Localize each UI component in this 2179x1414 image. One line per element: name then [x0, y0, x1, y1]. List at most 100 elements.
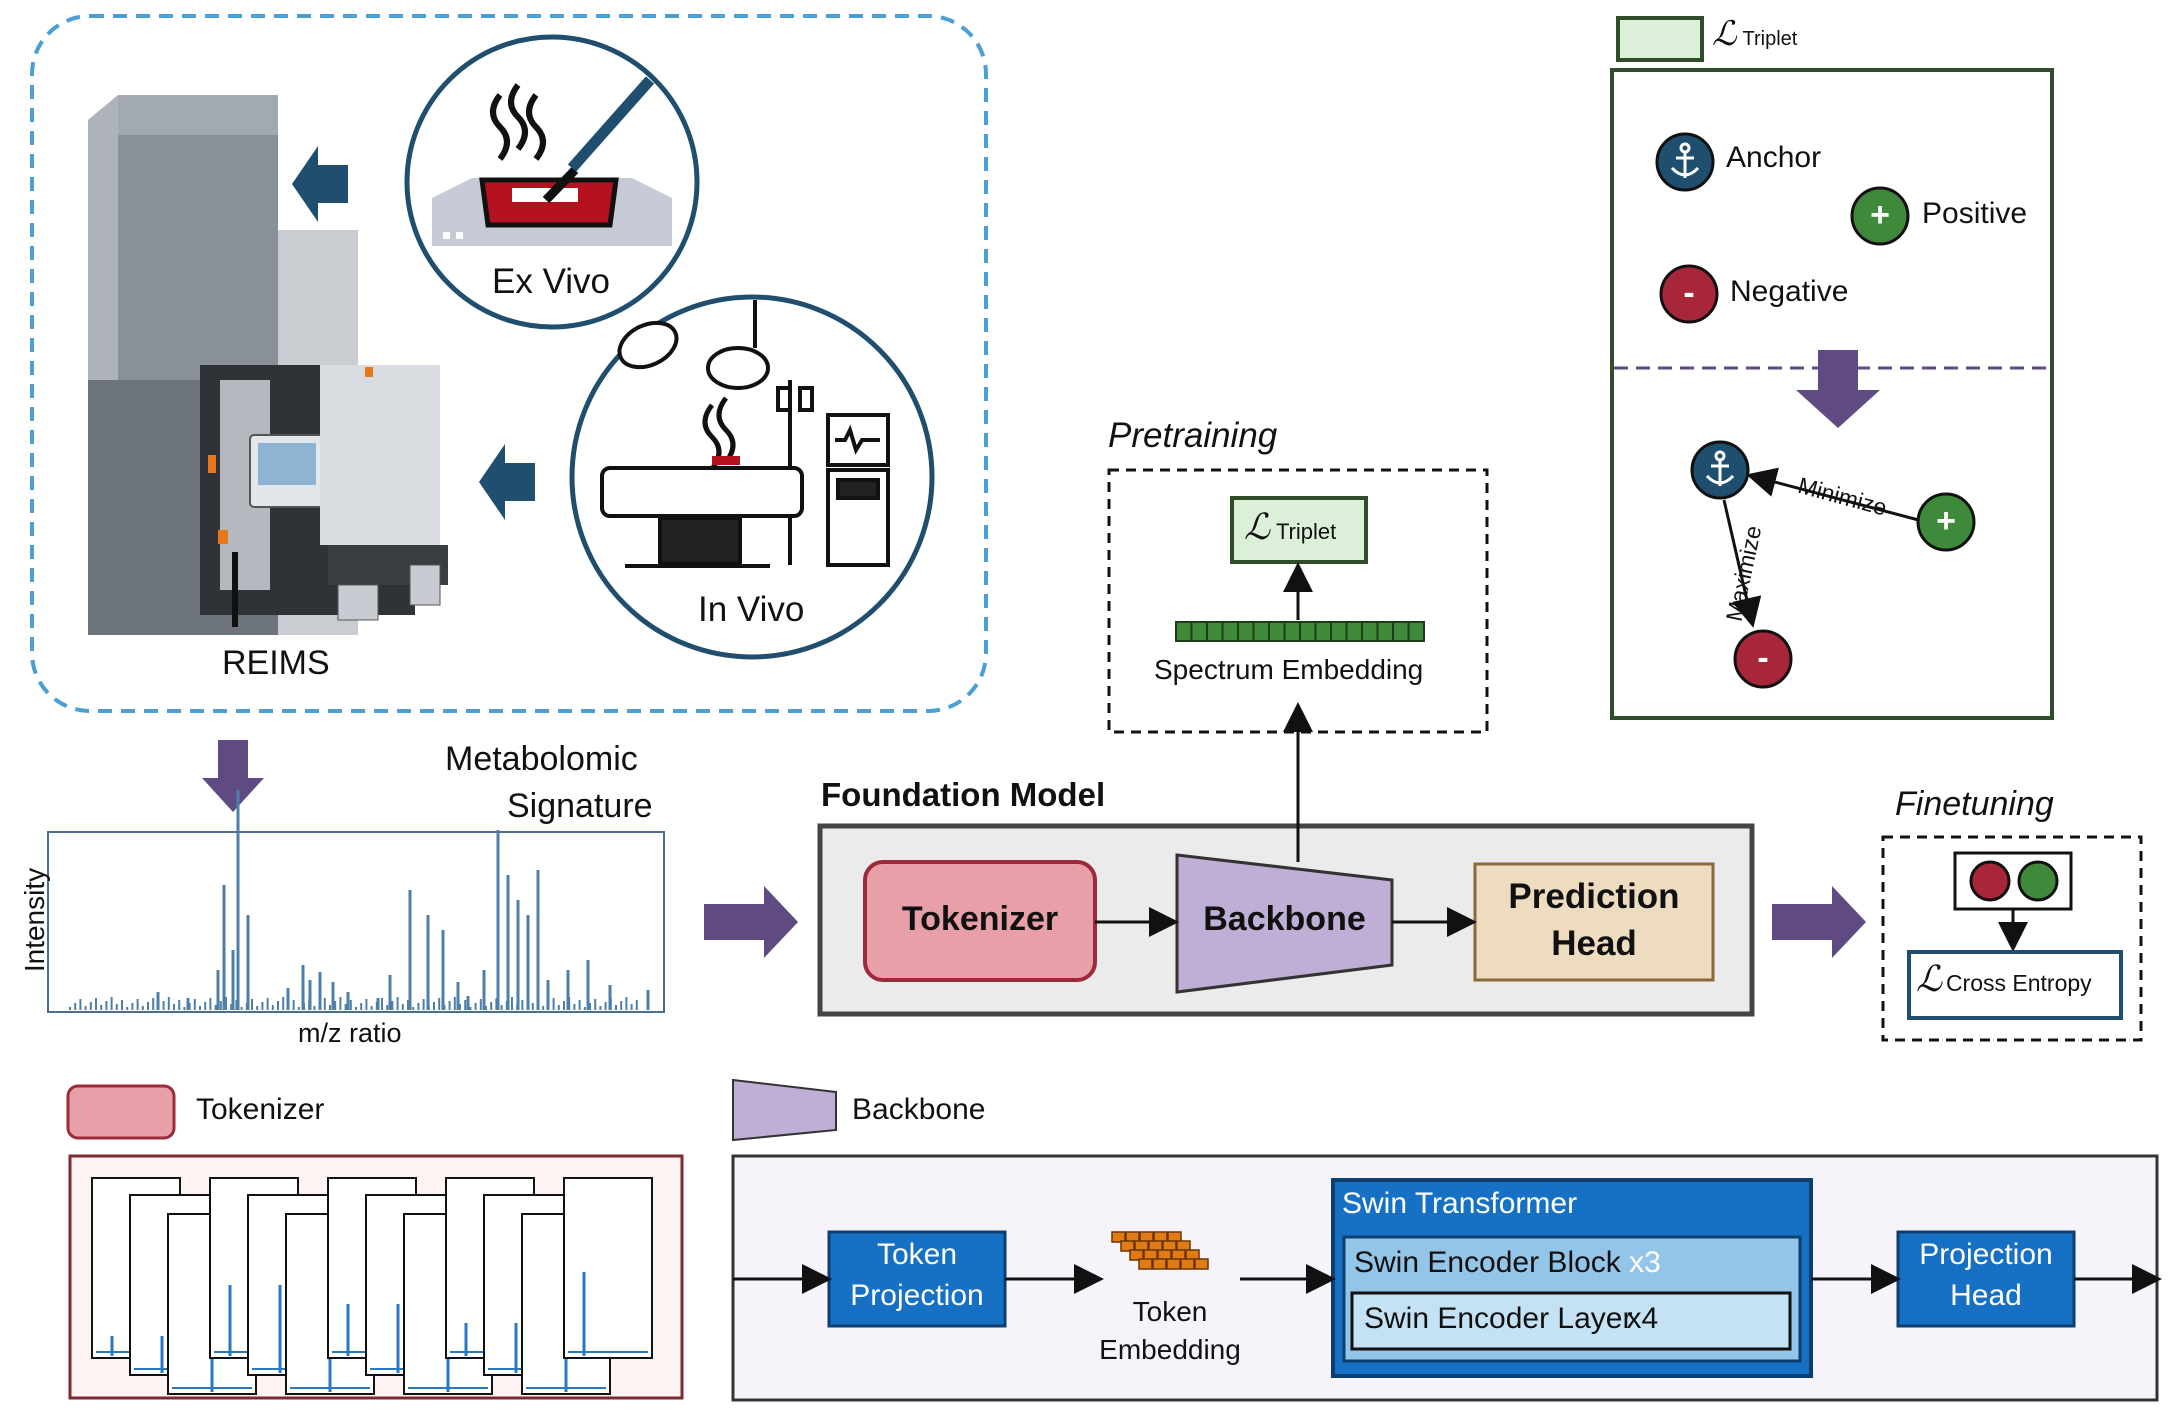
reims-machine-illustration	[88, 95, 448, 635]
foundation-model-title: Foundation Model	[821, 776, 1106, 813]
token-brick	[1129, 1249, 1144, 1261]
spectrum-x-label: m/z ratio	[298, 1018, 402, 1048]
embedding-cell	[1237, 621, 1255, 642]
swin-transformer-label: Swin Transformer	[1342, 1187, 1578, 1220]
swin-encoder-block-mult: x3	[1629, 1246, 1661, 1279]
triplet-legend-sub: Triplet	[1742, 28, 1798, 50]
embedding-cell	[1376, 621, 1394, 642]
anchor-icon	[1670, 142, 1700, 178]
embedding-cell	[1330, 621, 1348, 642]
token-brick	[1111, 1231, 1126, 1243]
pretraining-loss-symbol: ℒ	[1244, 507, 1270, 548]
token-brick	[1194, 1258, 1209, 1270]
incision-mark	[712, 456, 740, 465]
embedding-cell	[1206, 621, 1224, 642]
ex-vivo-icon	[432, 76, 672, 246]
swin-encoder-layer	[1350, 1291, 1792, 1351]
prediction-head-block	[1473, 862, 1715, 982]
negative-legend-sign: -	[1683, 274, 1695, 312]
tokenizer-legend-swatch	[66, 1084, 176, 1140]
spectrum-embedding-bar	[1175, 621, 1425, 642]
reims-dashed-frame	[30, 14, 988, 713]
projection-head-label-line2: Head	[1950, 1279, 2022, 1312]
triplet-legend-swatch	[1616, 16, 1704, 62]
embedding-cell	[1175, 621, 1193, 642]
embedding-cell	[1345, 621, 1363, 642]
swin-encoder-layer-label: Swin Encoder Layerx4	[1364, 1302, 1658, 1336]
maximize-arrow	[1722, 499, 1762, 628]
swin-encoder-layer-text: Swin Encoder Layer	[1364, 1302, 1633, 1335]
prediction-head-label-line1: Prediction	[1508, 877, 1680, 916]
negative-legend-label: Negative	[1730, 275, 1849, 308]
token-brick	[1166, 1258, 1181, 1270]
negative-legend-dot	[1659, 264, 1719, 324]
embedding-cell	[1283, 621, 1301, 642]
token-brick	[1138, 1258, 1153, 1270]
embedding-cell	[1392, 621, 1410, 642]
pretraining-frame	[1107, 468, 1489, 734]
backbone-legend-label: Backbone	[852, 1093, 986, 1126]
embedding-cell	[1407, 621, 1425, 642]
embedding-cell	[1252, 621, 1270, 642]
spectrum-title-line2: Signature	[507, 787, 653, 825]
token-brick	[1152, 1258, 1167, 1270]
tokenizer-legend-label: Tokenizer	[196, 1093, 325, 1126]
pretraining-loss-sub: Triplet	[1275, 519, 1337, 544]
backbone-legend-swatch	[732, 1078, 837, 1142]
spectrum-y-label: Intensity	[19, 867, 50, 973]
token-embedding-label-line2: Embedding	[1099, 1334, 1241, 1365]
anchor-legend-label: Anchor	[1726, 141, 1822, 174]
positive-dot	[1916, 492, 1976, 552]
embedding-cell	[1314, 621, 1332, 642]
tokenizer-label: Tokenizer	[901, 900, 1059, 938]
cross-entropy-box	[1907, 950, 2123, 1020]
token-embedding-icon	[1111, 1231, 1209, 1270]
spectrum-embedding-label: Spectrum Embedding	[1154, 654, 1424, 685]
embedding-cell	[1268, 621, 1286, 642]
spectrum-title-line1: Metabolomic	[445, 740, 638, 778]
token-embedding-label-line1: Token	[1132, 1296, 1208, 1327]
class-negative-dot	[1969, 860, 2011, 902]
in-vivo-label: In Vivo	[698, 590, 805, 629]
backbone-label: Backbone	[1203, 900, 1366, 938]
in-vivo-arrow	[479, 444, 535, 520]
token-projection-label-line2: Projection	[850, 1279, 984, 1312]
negative-sign: -	[1757, 639, 1769, 677]
triplet-legend-symbol: ℒ	[1712, 14, 1737, 54]
finetuning-title: Finetuning	[1895, 785, 2054, 823]
reims-label: REIMS	[222, 644, 330, 682]
token-window	[563, 1177, 653, 1359]
cross-entropy-symbol: ℒ	[1916, 959, 1942, 1000]
ex-vivo-arrow	[292, 146, 348, 222]
positive-legend-sign: +	[1870, 196, 1890, 234]
finetuning-frame	[1881, 835, 2143, 1042]
pretraining-title: Pretraining	[1108, 416, 1278, 455]
token-projection-label-line1: Token	[876, 1238, 958, 1271]
minimize-arrow	[1746, 467, 1931, 525]
spectrum-to-model-arrow	[704, 886, 798, 958]
positive-sign: +	[1936, 502, 1956, 540]
positive-legend-label: Positive	[1922, 197, 2028, 230]
swin-encoder-layer-mult: x4	[1626, 1302, 1659, 1335]
cross-entropy-sub: Cross Entropy	[1945, 970, 2092, 996]
reims-to-spectrum-arrow	[202, 740, 264, 812]
triplet-down-arrow	[1796, 350, 1880, 428]
swin-encoder-block-label: Swin Encoder Block x3	[1354, 1246, 1661, 1280]
anchor-icon-2	[1705, 450, 1735, 486]
spectrum-plot-frame	[47, 831, 665, 1013]
positive-legend-dot	[1850, 186, 1910, 246]
machine-cable	[232, 552, 238, 627]
backbone-block	[1175, 853, 1394, 994]
spectrum-peaks	[69, 790, 650, 1010]
model-to-finetuning-arrow	[1772, 886, 1866, 958]
swin-encoder-block-text: Swin Encoder Block	[1354, 1246, 1621, 1279]
token-window-stack	[91, 1177, 653, 1395]
negative-dot	[1733, 629, 1793, 689]
token-brick	[1180, 1258, 1195, 1270]
class-positive-dot	[2017, 860, 2059, 902]
embedding-cell	[1190, 621, 1208, 642]
